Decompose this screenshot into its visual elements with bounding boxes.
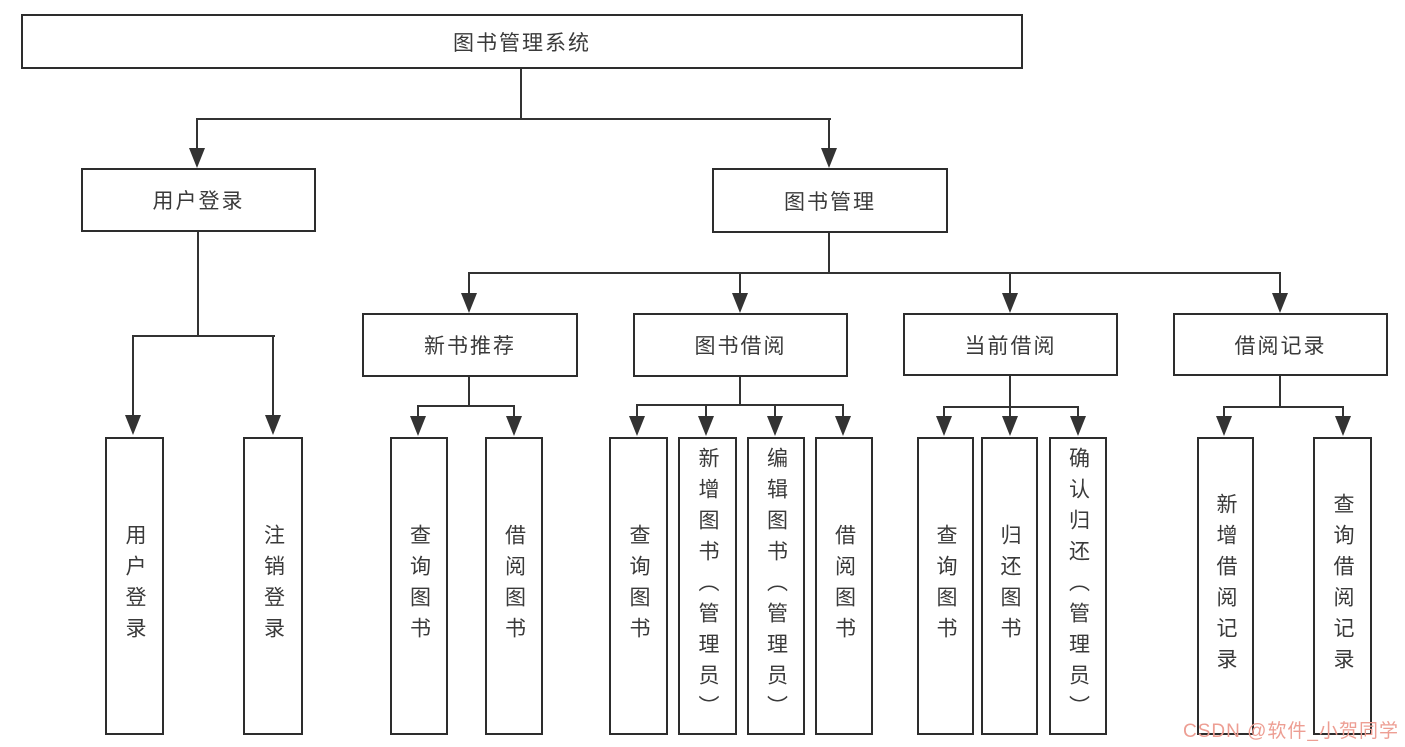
node-label: 图书借阅 bbox=[694, 335, 787, 358]
arrow-down-icon bbox=[265, 415, 281, 435]
node-current-borrow: 当前借阅 bbox=[903, 313, 1118, 376]
connector-line bbox=[739, 377, 741, 404]
connector-line bbox=[196, 118, 831, 120]
connector-line bbox=[132, 337, 134, 417]
arrow-down-icon bbox=[1216, 416, 1232, 436]
leaf-confirm-return-admin: 确认归还（管理员） bbox=[1049, 437, 1107, 735]
arrow-down-icon bbox=[506, 416, 522, 436]
leaf-label: 查询图书 bbox=[627, 524, 650, 648]
leaf-label: 借阅图书 bbox=[502, 524, 526, 648]
node-label: 用户登录 bbox=[152, 190, 245, 213]
node-label: 图书管理系统 bbox=[453, 31, 591, 55]
leaf-add-borrow-record: 新增借阅记录 bbox=[1197, 437, 1254, 735]
arrow-down-icon bbox=[767, 416, 783, 436]
leaf-add-book-admin: 新增图书（管理员） bbox=[678, 437, 737, 735]
connector-line bbox=[1009, 376, 1011, 406]
arrow-down-icon bbox=[1070, 416, 1086, 436]
leaf-label: 查询图书 bbox=[407, 524, 431, 648]
connector-line bbox=[1009, 274, 1011, 296]
leaf-edit-book-admin: 编辑图书（管理员） bbox=[747, 437, 805, 735]
connector-line bbox=[417, 407, 419, 419]
arrow-down-icon bbox=[698, 416, 714, 436]
connector-line bbox=[417, 405, 515, 407]
connector-line bbox=[1223, 408, 1225, 418]
node-label: 当前借阅 bbox=[964, 334, 1057, 358]
node-label: 借阅记录 bbox=[1234, 334, 1327, 358]
connector-line bbox=[828, 233, 830, 272]
node-book-borrow: 图书借阅 bbox=[633, 313, 848, 377]
connector-line bbox=[468, 377, 470, 405]
connector-line bbox=[196, 120, 198, 150]
leaf-query-book-recommend: 查询图书 bbox=[390, 437, 448, 735]
arrow-down-icon bbox=[125, 415, 141, 435]
connector-line bbox=[774, 406, 776, 418]
connector-line bbox=[842, 406, 844, 418]
connector-line bbox=[272, 337, 274, 417]
leaf-label: 查询借阅记录 bbox=[1331, 493, 1354, 679]
leaf-borrow-book-recommend: 借阅图书 bbox=[485, 437, 543, 735]
node-root-book-management-system: 图书管理系统 bbox=[21, 14, 1023, 69]
leaf-label: 编辑图书（管理员） bbox=[764, 446, 788, 726]
connector-line bbox=[132, 335, 275, 337]
connector-line bbox=[1342, 408, 1344, 418]
leaf-return-book: 归还图书 bbox=[981, 437, 1038, 735]
connector-line bbox=[520, 69, 522, 118]
arrow-down-icon bbox=[461, 293, 477, 313]
connector-line bbox=[513, 407, 515, 419]
connector-line bbox=[468, 272, 1281, 274]
arrow-down-icon bbox=[629, 416, 645, 436]
connector-line bbox=[636, 404, 844, 406]
leaf-label: 借阅图书 bbox=[832, 524, 856, 648]
arrow-down-icon bbox=[835, 416, 851, 436]
connector-line bbox=[943, 406, 1079, 408]
leaf-query-book-current: 查询图书 bbox=[917, 437, 974, 735]
csdn-watermark: CSDN @软件_小贺同学 bbox=[1183, 721, 1399, 742]
connector-line bbox=[739, 274, 741, 296]
leaf-user-login: 用户登录 bbox=[105, 437, 164, 735]
leaf-query-borrow-record: 查询借阅记录 bbox=[1313, 437, 1372, 735]
leaf-query-book-borrow: 查询图书 bbox=[609, 437, 668, 735]
connector-line bbox=[468, 274, 470, 296]
connector-line bbox=[705, 406, 707, 418]
arrow-down-icon bbox=[821, 148, 837, 168]
node-label: 新书推荐 bbox=[424, 335, 516, 358]
connector-line bbox=[1279, 376, 1281, 406]
connector-line bbox=[828, 120, 830, 150]
arrow-down-icon bbox=[1272, 293, 1288, 313]
leaf-logout: 注销登录 bbox=[243, 437, 303, 735]
connector-line bbox=[1077, 408, 1079, 418]
arrow-down-icon bbox=[1002, 416, 1018, 436]
node-user-login: 用户登录 bbox=[81, 168, 316, 232]
arrow-down-icon bbox=[1335, 416, 1351, 436]
connector-line bbox=[943, 408, 945, 418]
node-new-book-recommend: 新书推荐 bbox=[362, 313, 578, 377]
leaf-label: 注销登录 bbox=[261, 524, 285, 648]
arrow-down-icon bbox=[410, 416, 426, 436]
node-label: 图书管理 bbox=[784, 190, 876, 214]
leaf-label: 确认归还（管理员） bbox=[1066, 446, 1090, 726]
connector-line bbox=[1009, 408, 1011, 418]
leaf-label: 归还图书 bbox=[998, 524, 1021, 648]
leaf-label: 新增借阅记录 bbox=[1214, 493, 1237, 679]
arrow-down-icon bbox=[189, 148, 205, 168]
arrow-down-icon bbox=[732, 293, 748, 313]
connector-line bbox=[197, 232, 199, 337]
node-book-management: 图书管理 bbox=[712, 168, 948, 233]
connector-line bbox=[636, 406, 638, 418]
leaf-label: 用户登录 bbox=[123, 524, 146, 648]
leaf-borrow-book: 借阅图书 bbox=[815, 437, 873, 735]
arrow-down-icon bbox=[1002, 293, 1018, 313]
connector-line bbox=[1279, 274, 1281, 296]
connector-line bbox=[1223, 406, 1344, 408]
arrow-down-icon bbox=[936, 416, 952, 436]
node-borrow-records: 借阅记录 bbox=[1173, 313, 1388, 376]
leaf-label: 新增图书（管理员） bbox=[696, 446, 719, 726]
leaf-label: 查询图书 bbox=[934, 524, 957, 648]
